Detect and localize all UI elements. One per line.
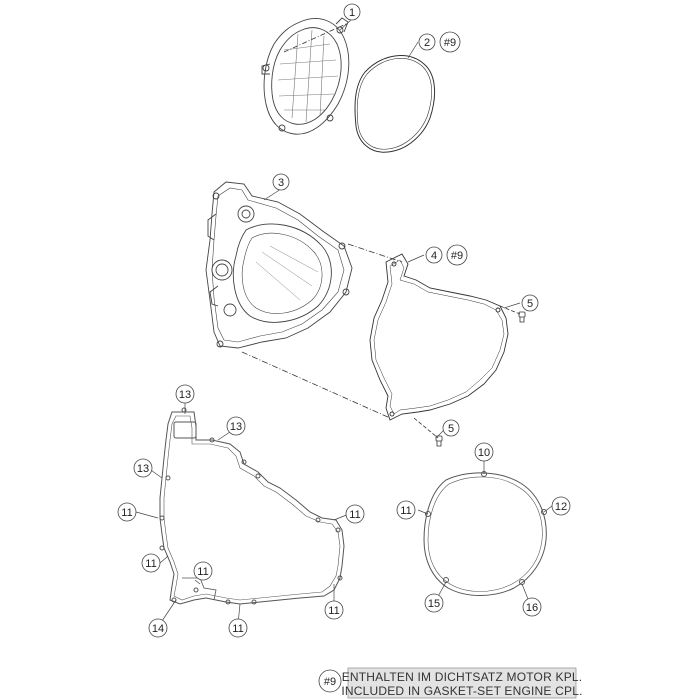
svg-text:5: 5 [448, 423, 454, 435]
svg-text:#9: #9 [324, 676, 336, 688]
svg-text:13: 13 [230, 421, 242, 433]
svg-text:16: 16 [526, 602, 538, 614]
svg-text:5: 5 [527, 298, 533, 310]
svg-text:11: 11 [328, 605, 339, 617]
callout-13a: 13 [175, 384, 195, 404]
callout-10: 10 [474, 442, 494, 462]
screw-5b [435, 435, 443, 447]
callout-1: 1 [343, 3, 361, 21]
svg-text:12: 12 [555, 501, 567, 513]
callout-11a: 11 [117, 502, 137, 522]
svg-text:#9: #9 [444, 37, 456, 49]
callout-13b: 13 [226, 416, 246, 436]
assembly-line-5b [413, 417, 439, 439]
callout-11r: 11 [396, 500, 416, 520]
assembly-line-3b [241, 351, 391, 419]
gasket-set-note: #9 ENTHALTEN IM DICHTSATZ MOTOR KPL. INC… [318, 667, 583, 699]
callout-4: 4 [425, 246, 443, 264]
callout-13c: 13 [133, 458, 153, 478]
engine-case-gasket-part [159, 407, 345, 605]
round-gasket-part [423, 471, 547, 596]
svg-text:15: 15 [428, 598, 440, 610]
callout-5b: 5 [442, 419, 460, 437]
callout-11b: 11 [345, 504, 365, 524]
callout-15: 15 [424, 593, 444, 613]
callout-5a: 5 [521, 294, 539, 312]
svg-text:13: 13 [137, 463, 149, 475]
callout-2: 2 [418, 33, 436, 51]
clutch-cover-part [261, 17, 350, 135]
svg-text:3: 3 [278, 177, 284, 189]
assembly-line-3a [347, 243, 403, 263]
callout-11c: 11 [141, 553, 161, 573]
note-line-en: INCLUDED IN GASKET-SET ENGINE CPL. [341, 684, 582, 698]
svg-text:1: 1 [349, 7, 355, 19]
svg-text:11: 11 [145, 558, 156, 570]
callout-11f: 11 [228, 618, 248, 638]
svg-text:11: 11 [400, 505, 411, 517]
svg-text:13: 13 [179, 389, 191, 401]
screw-5a [518, 311, 526, 323]
assembly-line-5a [499, 305, 521, 315]
svg-text:#9: #9 [451, 250, 463, 262]
callouts: 1 2 #9 3 4 #9 5 5 13 13 13 11 11 11 11 1… [117, 3, 571, 638]
svg-text:4: 4 [431, 250, 437, 262]
callout-11d: 11 [193, 561, 213, 581]
svg-text:11: 11 [121, 507, 132, 519]
callout-16: 16 [522, 597, 542, 617]
inner-cover-gasket-part [369, 253, 509, 421]
svg-text:11: 11 [232, 623, 243, 635]
assembly-line-1 [283, 23, 347, 53]
callout-14: 14 [148, 618, 168, 638]
leader-lines [135, 18, 553, 625]
callout-4-ref: #9 [446, 244, 468, 266]
callout-12: 12 [551, 496, 571, 516]
svg-text:2: 2 [424, 37, 430, 49]
svg-text:10: 10 [478, 447, 490, 459]
callout-3: 3 [272, 173, 290, 191]
svg-text:14: 14 [152, 623, 164, 635]
svg-text:11: 11 [349, 509, 360, 521]
callout-2-ref: #9 [439, 31, 461, 53]
note-line-de: ENTHALTEN IM DICHTSATZ MOTOR KPL. [342, 670, 583, 684]
note-box [347, 667, 577, 699]
svg-text:11: 11 [197, 566, 208, 578]
callout-11e: 11 [324, 600, 344, 620]
note-ref-callout: #9 [318, 669, 342, 693]
clutch-cover-gasket-part [354, 55, 435, 153]
inner-cover-part [205, 181, 353, 349]
